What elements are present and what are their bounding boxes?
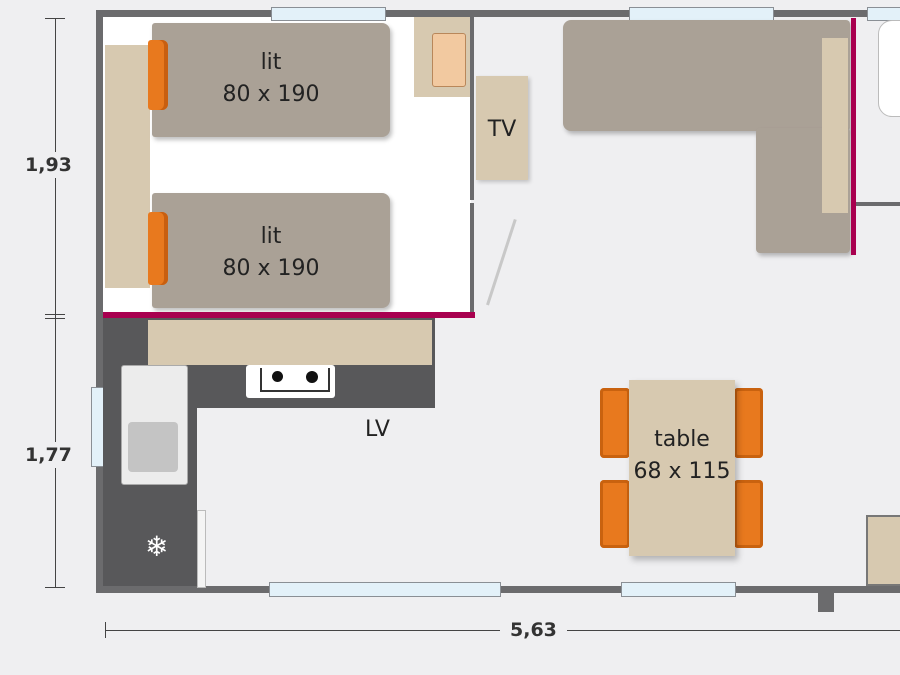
window	[867, 7, 900, 21]
chair	[600, 388, 630, 458]
dimension-height-bottom: 1,77	[25, 442, 72, 468]
sofa-backrest	[822, 38, 848, 213]
cabinet	[866, 515, 900, 586]
tv-label: TV	[487, 117, 517, 142]
dimension-tick	[45, 18, 65, 19]
bed-label: lit	[260, 50, 282, 75]
bathroom-wall	[856, 202, 900, 206]
bed-top: lit 80 x 190	[152, 23, 390, 137]
wardrobe-shirt-icon	[414, 17, 470, 97]
chair	[600, 480, 630, 548]
wall-top	[96, 10, 900, 17]
dimension-tick	[105, 622, 106, 638]
lv-label: LV	[365, 417, 390, 442]
window	[629, 7, 774, 21]
bed-size: 80 x 190	[222, 256, 320, 281]
wall-left	[96, 10, 103, 593]
bottom-step	[818, 593, 834, 612]
headboard	[105, 45, 150, 288]
dimension-line-vertical	[55, 18, 56, 588]
bed-label: lit	[260, 224, 282, 249]
table-label: table	[654, 427, 710, 452]
bedroom-partition	[470, 203, 474, 313]
dimension-tick	[45, 318, 65, 319]
dimension-tick	[45, 314, 65, 315]
pillow	[148, 40, 168, 110]
bed-size: 80 x 190	[222, 82, 320, 107]
chair	[734, 480, 763, 548]
pillow	[148, 212, 168, 285]
sofa	[563, 20, 850, 131]
door-swing	[486, 218, 517, 306]
sink-icon	[121, 365, 188, 485]
shelf	[148, 320, 432, 365]
stove-icon	[246, 365, 335, 398]
tv-cabinet: TV	[476, 76, 528, 180]
bedroom-partition	[470, 17, 474, 200]
window	[621, 582, 736, 597]
partition-wall	[851, 18, 856, 255]
table-size: 68 x 115	[633, 459, 731, 484]
fridge-snowflake-icon: ❄	[145, 530, 169, 563]
toilet	[878, 20, 900, 117]
window	[271, 7, 386, 21]
dimension-width: 5,63	[500, 619, 567, 641]
window	[269, 582, 501, 597]
fridge-door	[197, 510, 206, 588]
dimension-tick	[45, 587, 65, 588]
bed-bottom: lit 80 x 190	[152, 193, 390, 308]
chair	[734, 388, 763, 458]
partition-wall	[103, 312, 475, 318]
dining-table: table 68 x 115	[629, 380, 735, 556]
dimension-height-top: 1,93	[25, 152, 72, 178]
